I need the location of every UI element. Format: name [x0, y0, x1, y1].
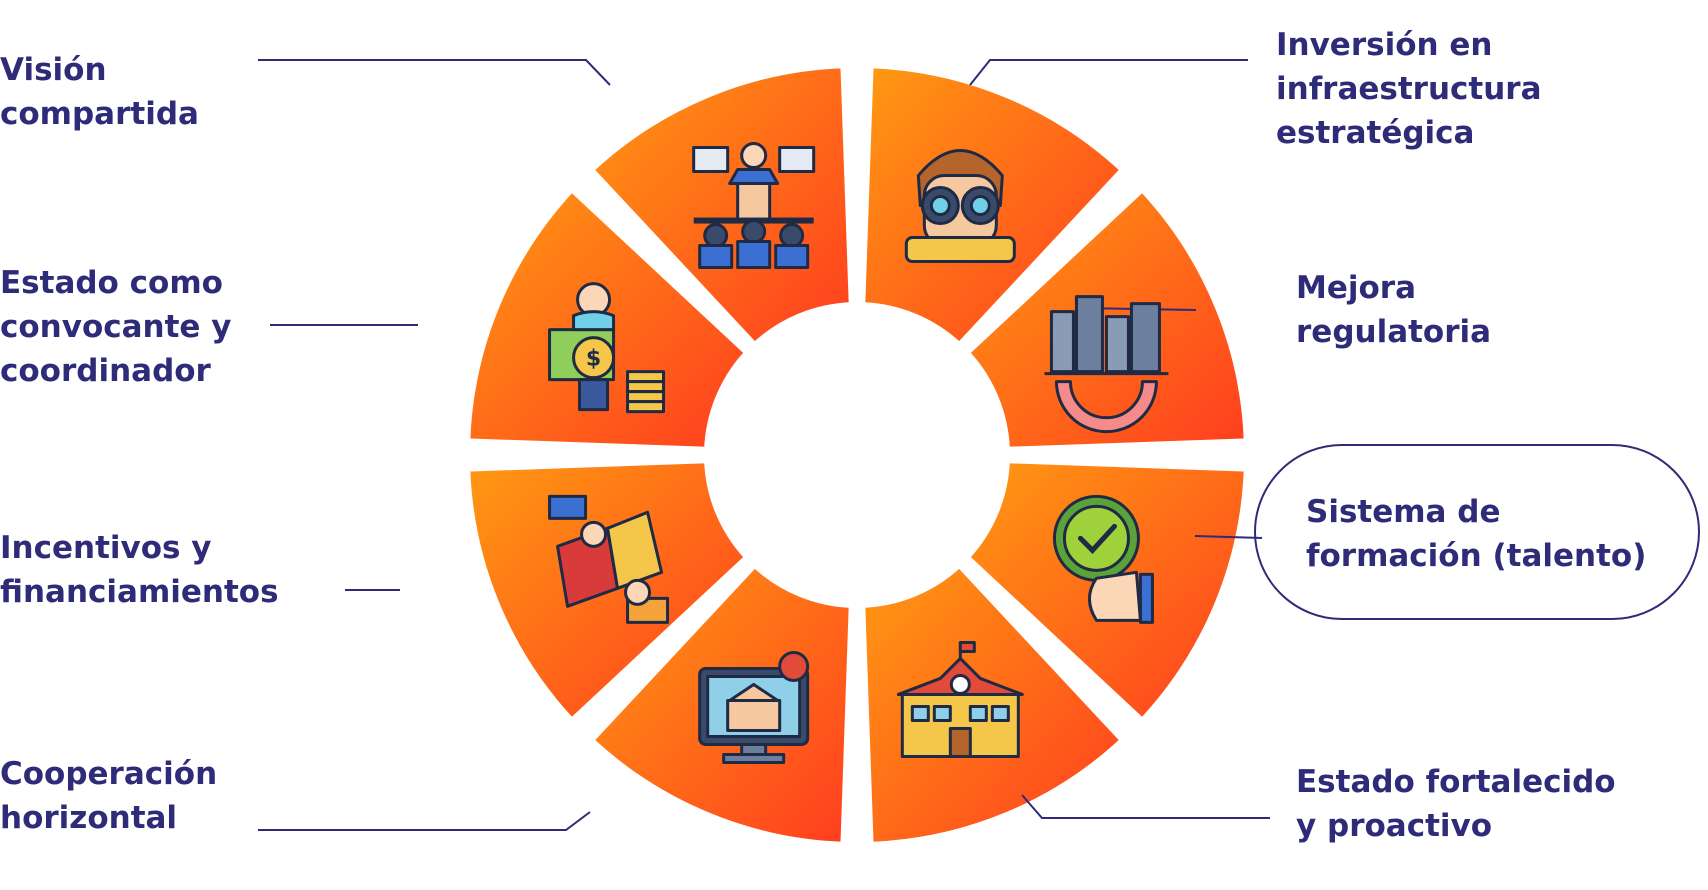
label-talent-line-2: formación (talento) — [1306, 538, 1647, 574]
segment-convener — [588, 62, 855, 349]
connector-line-talent — [1194, 535, 1263, 539]
label-regulatory: Mejora regulatoria — [1296, 266, 1491, 354]
binoculars-person-icon — [904, 149, 1016, 264]
label-regulatory-line-1: Mejora — [1296, 270, 1417, 306]
label-convener: Estado como convocante y coordinador — [0, 261, 231, 393]
government-monitor-icon — [698, 650, 810, 764]
puzzle-hands-icon — [548, 494, 670, 624]
icons-group: $ — [548, 142, 1169, 764]
label-convener-line-3: coordinador — [0, 353, 211, 389]
label-incentives-line-2: financiamientos — [0, 574, 279, 610]
speaker-podium-icon — [692, 142, 816, 270]
label-talent: Sistema de formación (talento) — [1306, 490, 1646, 578]
segments-group — [464, 62, 1250, 848]
label-regulatory-line-2: regulatoria — [1296, 314, 1492, 350]
label-incentives: Incentivos y financiamientos — [0, 526, 279, 614]
label-vision-line-2: compartida — [0, 96, 199, 132]
money-person-icon: $ — [548, 282, 666, 414]
label-talent-line-1: Sistema de — [1306, 494, 1501, 530]
label-convener-line-1: Estado como — [0, 265, 223, 301]
label-state: Estado fortalecido y proactivo — [1296, 760, 1616, 848]
label-state-line-1: Estado fortalecido — [1296, 764, 1616, 800]
label-infra: Inversión en infraestructura estratégica — [1276, 23, 1542, 155]
connector-line-infra — [969, 59, 1248, 86]
label-cooperation-line-1: Cooperación — [0, 756, 218, 792]
school-building-icon — [896, 640, 1024, 758]
label-state-line-2: y proactivo — [1296, 808, 1493, 844]
city-gear-icon — [1044, 295, 1169, 434]
label-convener-line-2: convocante y — [0, 309, 232, 345]
connector-line-state — [1021, 794, 1270, 819]
label-infra-line-2: infraestructura — [1276, 71, 1542, 107]
label-infra-line-1: Inversión en — [1276, 27, 1493, 63]
svg-text:$: $ — [586, 347, 601, 372]
label-cooperation-line-2: horizontal — [0, 800, 178, 836]
label-vision-line-1: Visión — [0, 52, 107, 88]
connector-line-cooperation — [258, 811, 591, 831]
talent-highlight-box — [1254, 444, 1700, 620]
thumbs-up-check-icon — [1052, 494, 1154, 624]
label-infra-line-3: estratégica — [1276, 115, 1475, 151]
label-incentives-line-1: Incentivos y — [0, 530, 212, 566]
connector-line-vision — [258, 59, 611, 86]
label-cooperation: Cooperación horizontal — [0, 752, 217, 840]
label-vision: Visión compartida — [0, 48, 199, 136]
